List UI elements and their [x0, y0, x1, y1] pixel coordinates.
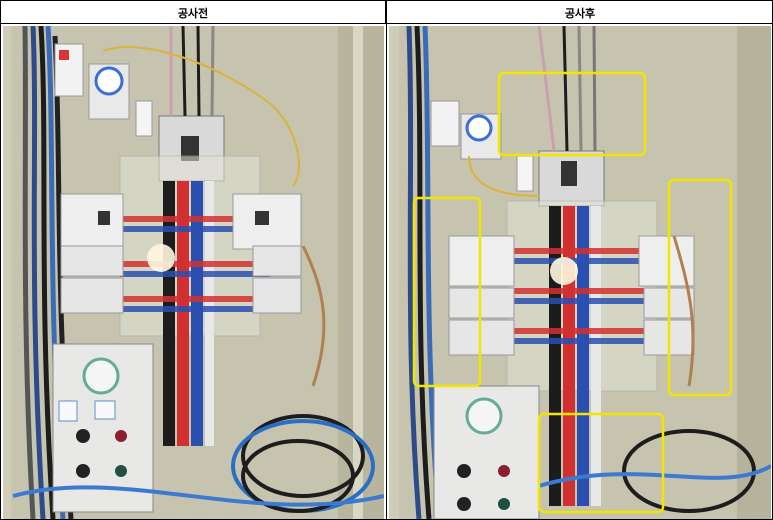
indicator-lamp-green	[115, 465, 127, 477]
busbar-white	[205, 181, 214, 446]
column-divider	[386, 1, 387, 520]
table-header: 공사전 공사후	[1, 1, 773, 24]
after-header: 공사후	[564, 6, 596, 20]
highlight-box-right	[667, 178, 733, 397]
branch-breaker	[60, 193, 124, 250]
before-panel-illustration	[3, 26, 384, 519]
selector-switch	[76, 429, 90, 443]
after-panel-illustration	[389, 26, 771, 519]
highlight-box-left	[412, 196, 482, 388]
highlight-box-bottom	[537, 412, 665, 514]
before-photo	[3, 26, 384, 519]
before-header: 공사전	[1, 1, 386, 24]
highlight-box-top	[497, 71, 647, 157]
after-photo	[389, 26, 771, 519]
pressure-gauge	[82, 357, 120, 395]
busbar-blue	[191, 181, 203, 446]
busbar-red	[177, 181, 189, 446]
indicator-lamp-red	[115, 430, 127, 442]
